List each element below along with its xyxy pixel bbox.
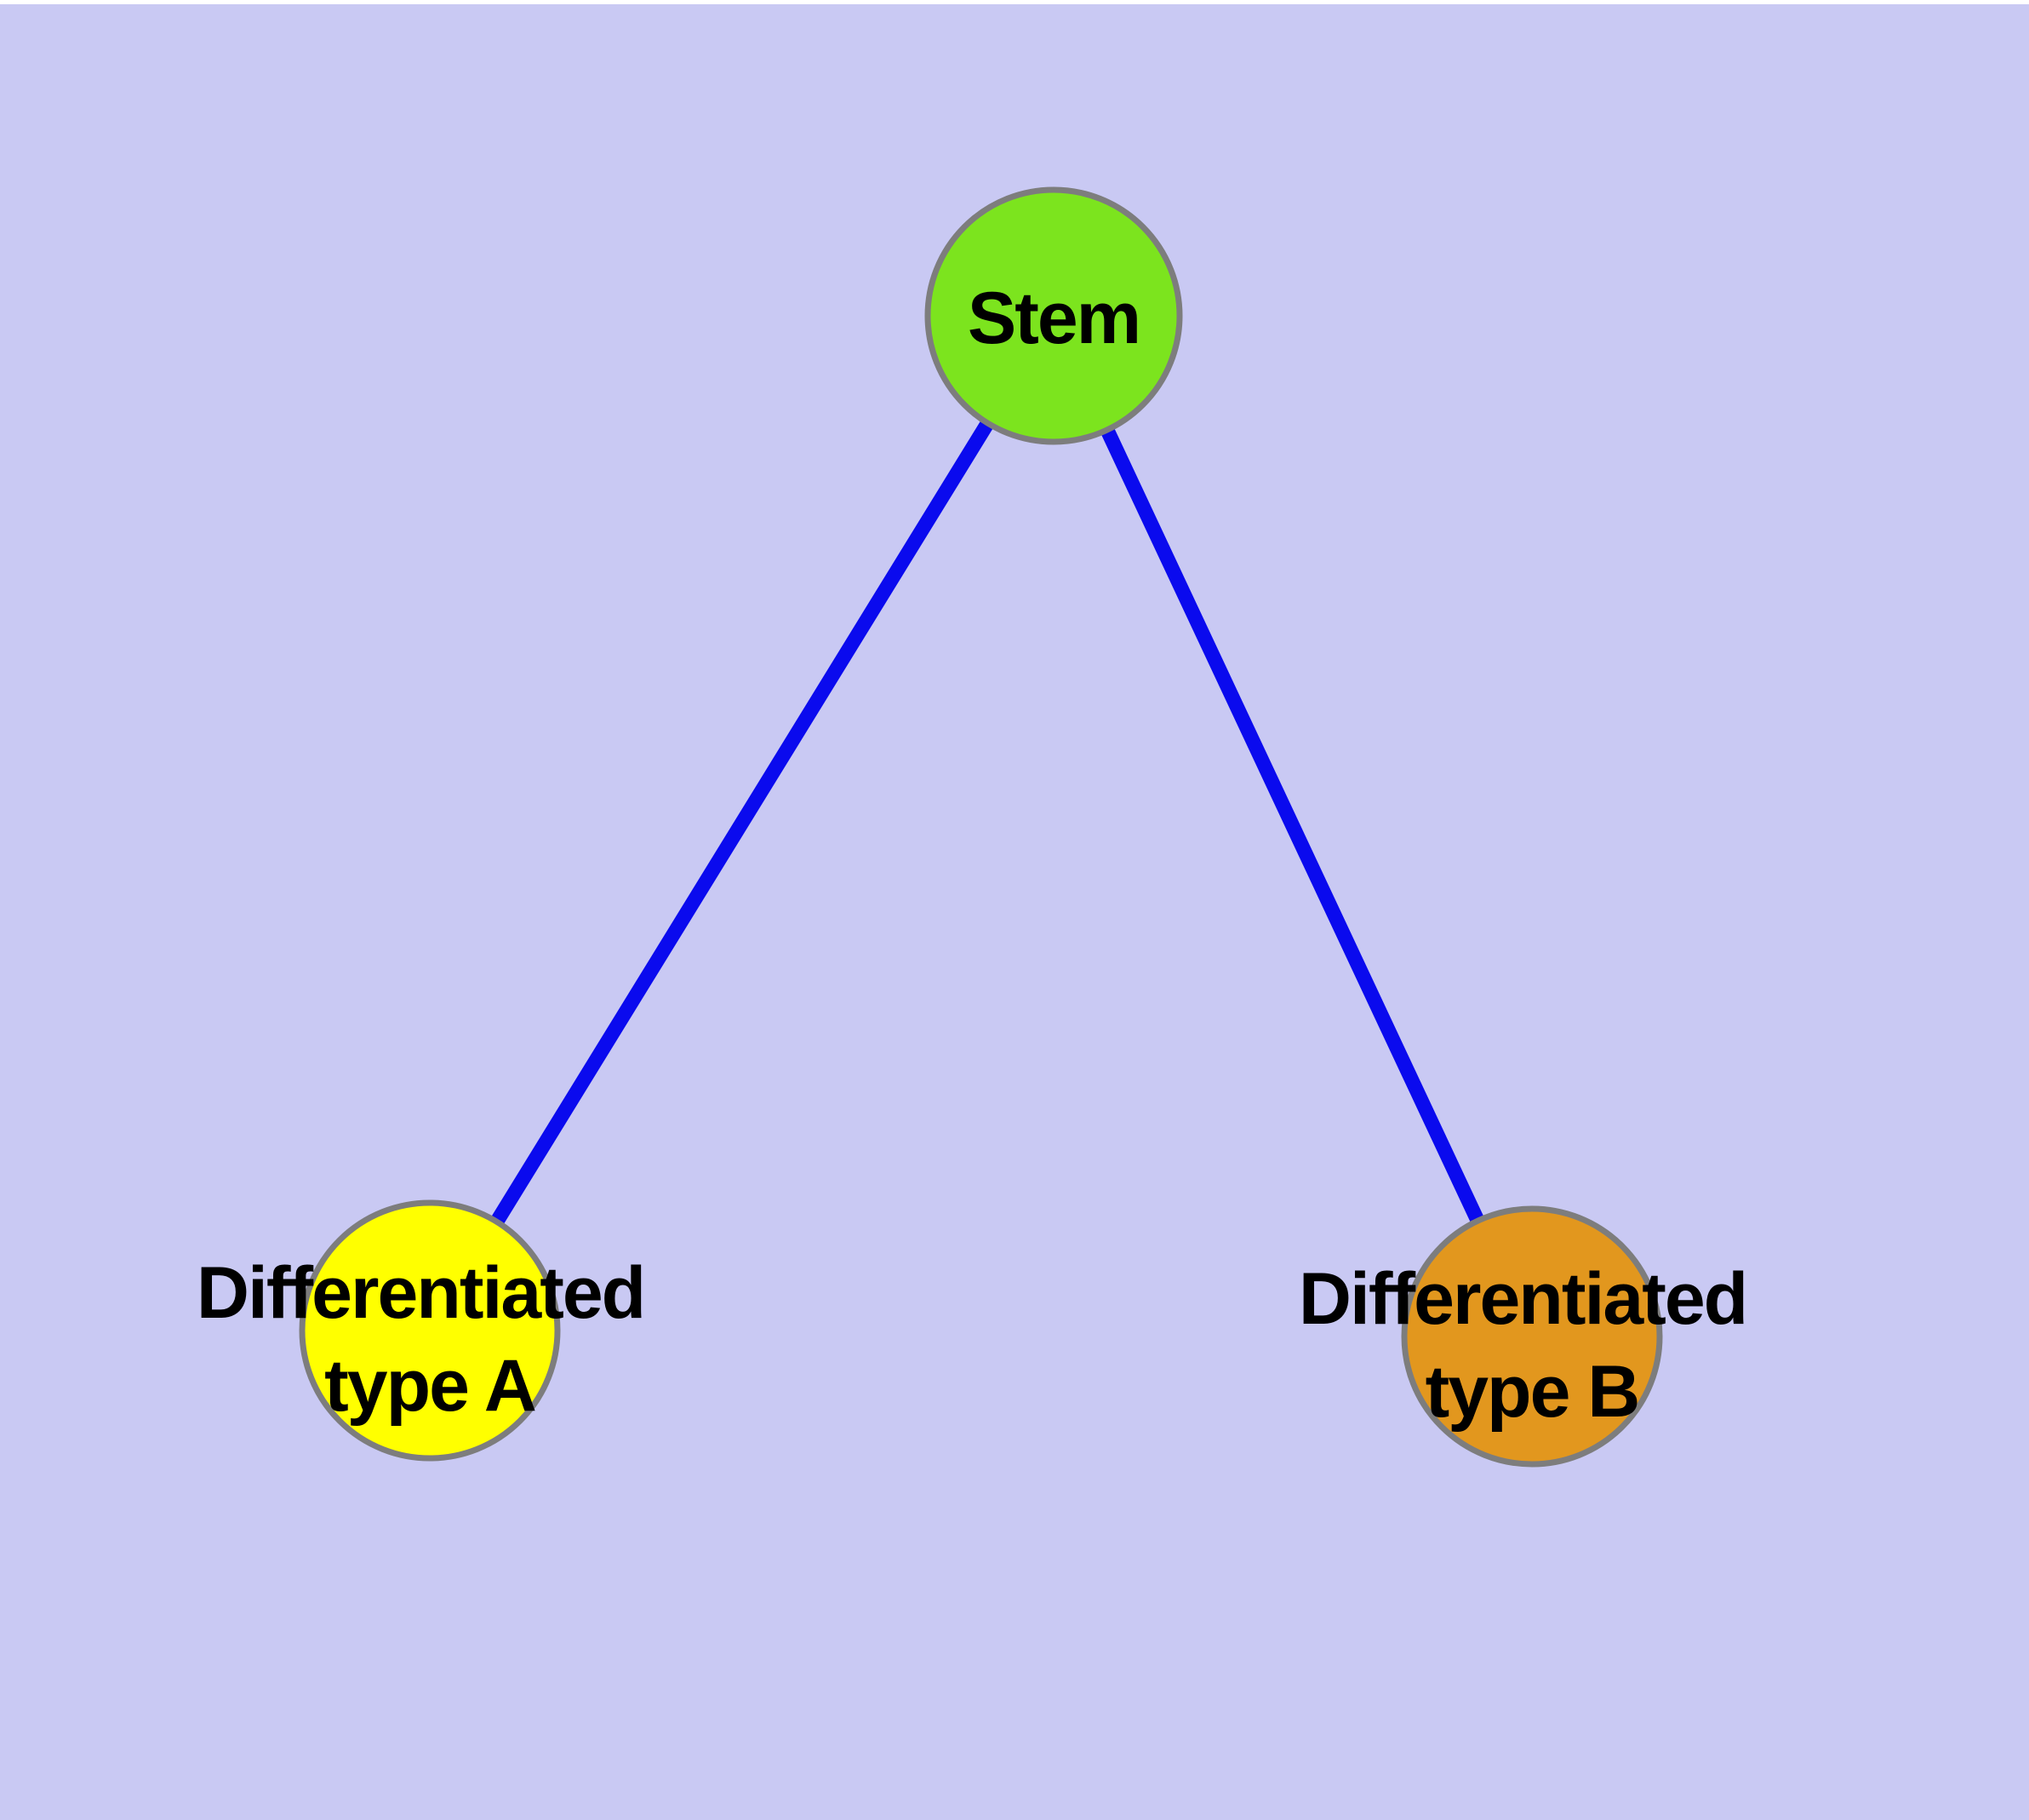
top-margin-strip [0, 0, 2029, 4]
type-a-node-label: Differentiated type A [197, 1252, 663, 1427]
type-a-node [299, 1199, 561, 1462]
type-b-node [1401, 1205, 1663, 1468]
stem-node [924, 186, 1183, 445]
edge-stem-to-type-b [1047, 312, 1539, 1340]
type-b-label-line-1: Differentiated [1299, 1258, 1746, 1340]
type-b-node-label: Differentiated type B [1299, 1258, 1765, 1433]
type-a-label-line-2: type A [324, 1345, 535, 1427]
type-b-label-line-2: type B [1426, 1351, 1639, 1433]
type-a-label-line-1: Differentiated [197, 1252, 644, 1334]
stem-node-label: Stem [968, 278, 1140, 359]
edge-stem-to-type-a [423, 312, 1060, 1335]
